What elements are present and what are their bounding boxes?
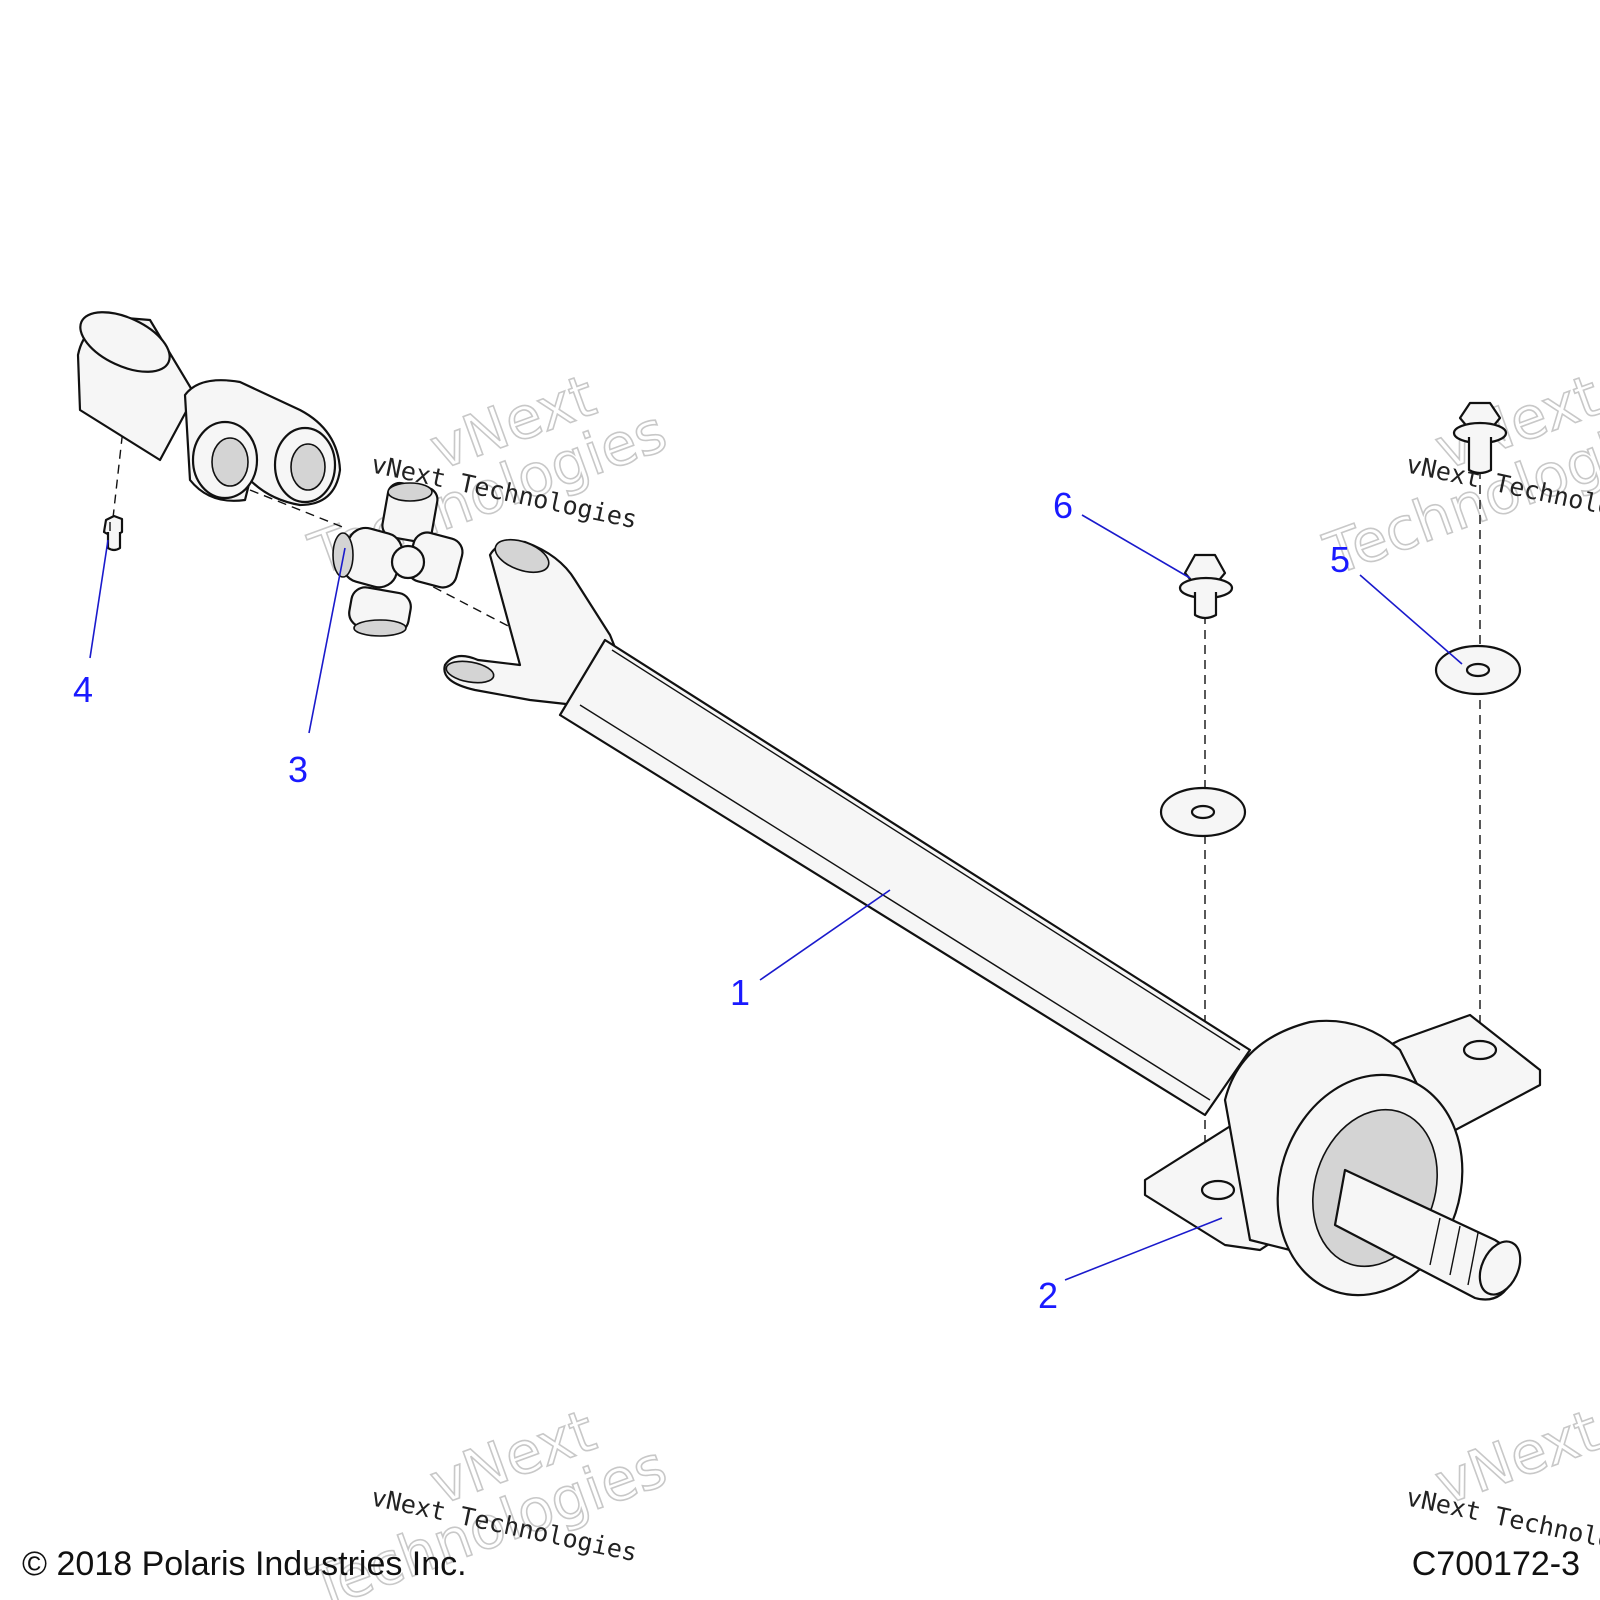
leader-lines <box>89 514 1463 1281</box>
washer-lower <box>1159 786 1247 838</box>
copyright-notice: © 2018 Polaris Industries Inc. <box>22 1545 467 1583</box>
watermark-group-bottom-right: vNext vNext Technologies <box>1404 1396 1600 1568</box>
universal-joint-cross <box>332 481 464 637</box>
washer-5 <box>1434 644 1522 696</box>
figure-id: C700172-3 <box>1412 1545 1580 1583</box>
callout-6[interactable]: 6 <box>1053 485 1073 526</box>
drive-shaft <box>443 538 1252 1117</box>
center-bearing <box>1143 1013 1542 1301</box>
callout-2[interactable]: 2 <box>1038 1275 1058 1316</box>
callout-1[interactable]: 1 <box>730 972 750 1013</box>
bolt-6 <box>1178 553 1234 620</box>
callout-3[interactable]: 3 <box>288 749 308 790</box>
callout-5[interactable]: 5 <box>1330 539 1350 580</box>
bolt-right <box>1452 401 1508 475</box>
watermark-group-top-right: vNext Technologies vNext Technologies <box>1315 361 1600 590</box>
grease-fitting <box>102 514 124 552</box>
slip-yoke <box>76 311 342 507</box>
callout-4[interactable]: 4 <box>73 669 93 710</box>
